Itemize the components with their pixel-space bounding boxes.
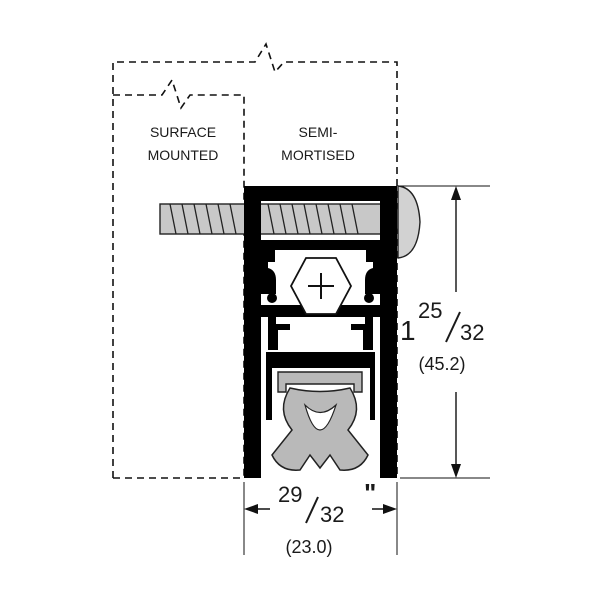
height-dimension xyxy=(400,185,490,479)
semi-mortised-label-line2: MORTISED xyxy=(281,147,355,163)
sweep-housing xyxy=(244,186,397,478)
height-denominator: 32 xyxy=(460,320,484,345)
height-metric: (45.2) xyxy=(418,354,465,374)
height-fraction-slash xyxy=(445,311,461,343)
surface-mounted-door-outline xyxy=(113,78,245,478)
width-dimension xyxy=(243,482,398,555)
plus-icon xyxy=(308,273,334,299)
height-numerator: 25 xyxy=(418,298,442,323)
width-denominator: 32 xyxy=(320,502,344,527)
width-numerator: 29 xyxy=(278,482,302,507)
rubber-seal xyxy=(271,371,369,471)
width-fraction-slash xyxy=(305,496,319,524)
width-inch-mark: " xyxy=(364,478,376,508)
semi-mortised-label-line1: SEMI- xyxy=(299,124,338,140)
surface-mounted-label-line2: MOUNTED xyxy=(148,147,219,163)
screw-head xyxy=(397,185,421,259)
height-whole: 1 xyxy=(400,315,416,346)
surface-mounted-label-line1: SURFACE xyxy=(150,124,216,140)
width-metric: (23.0) xyxy=(285,537,332,557)
semi-mortised-door-outline xyxy=(112,42,398,478)
